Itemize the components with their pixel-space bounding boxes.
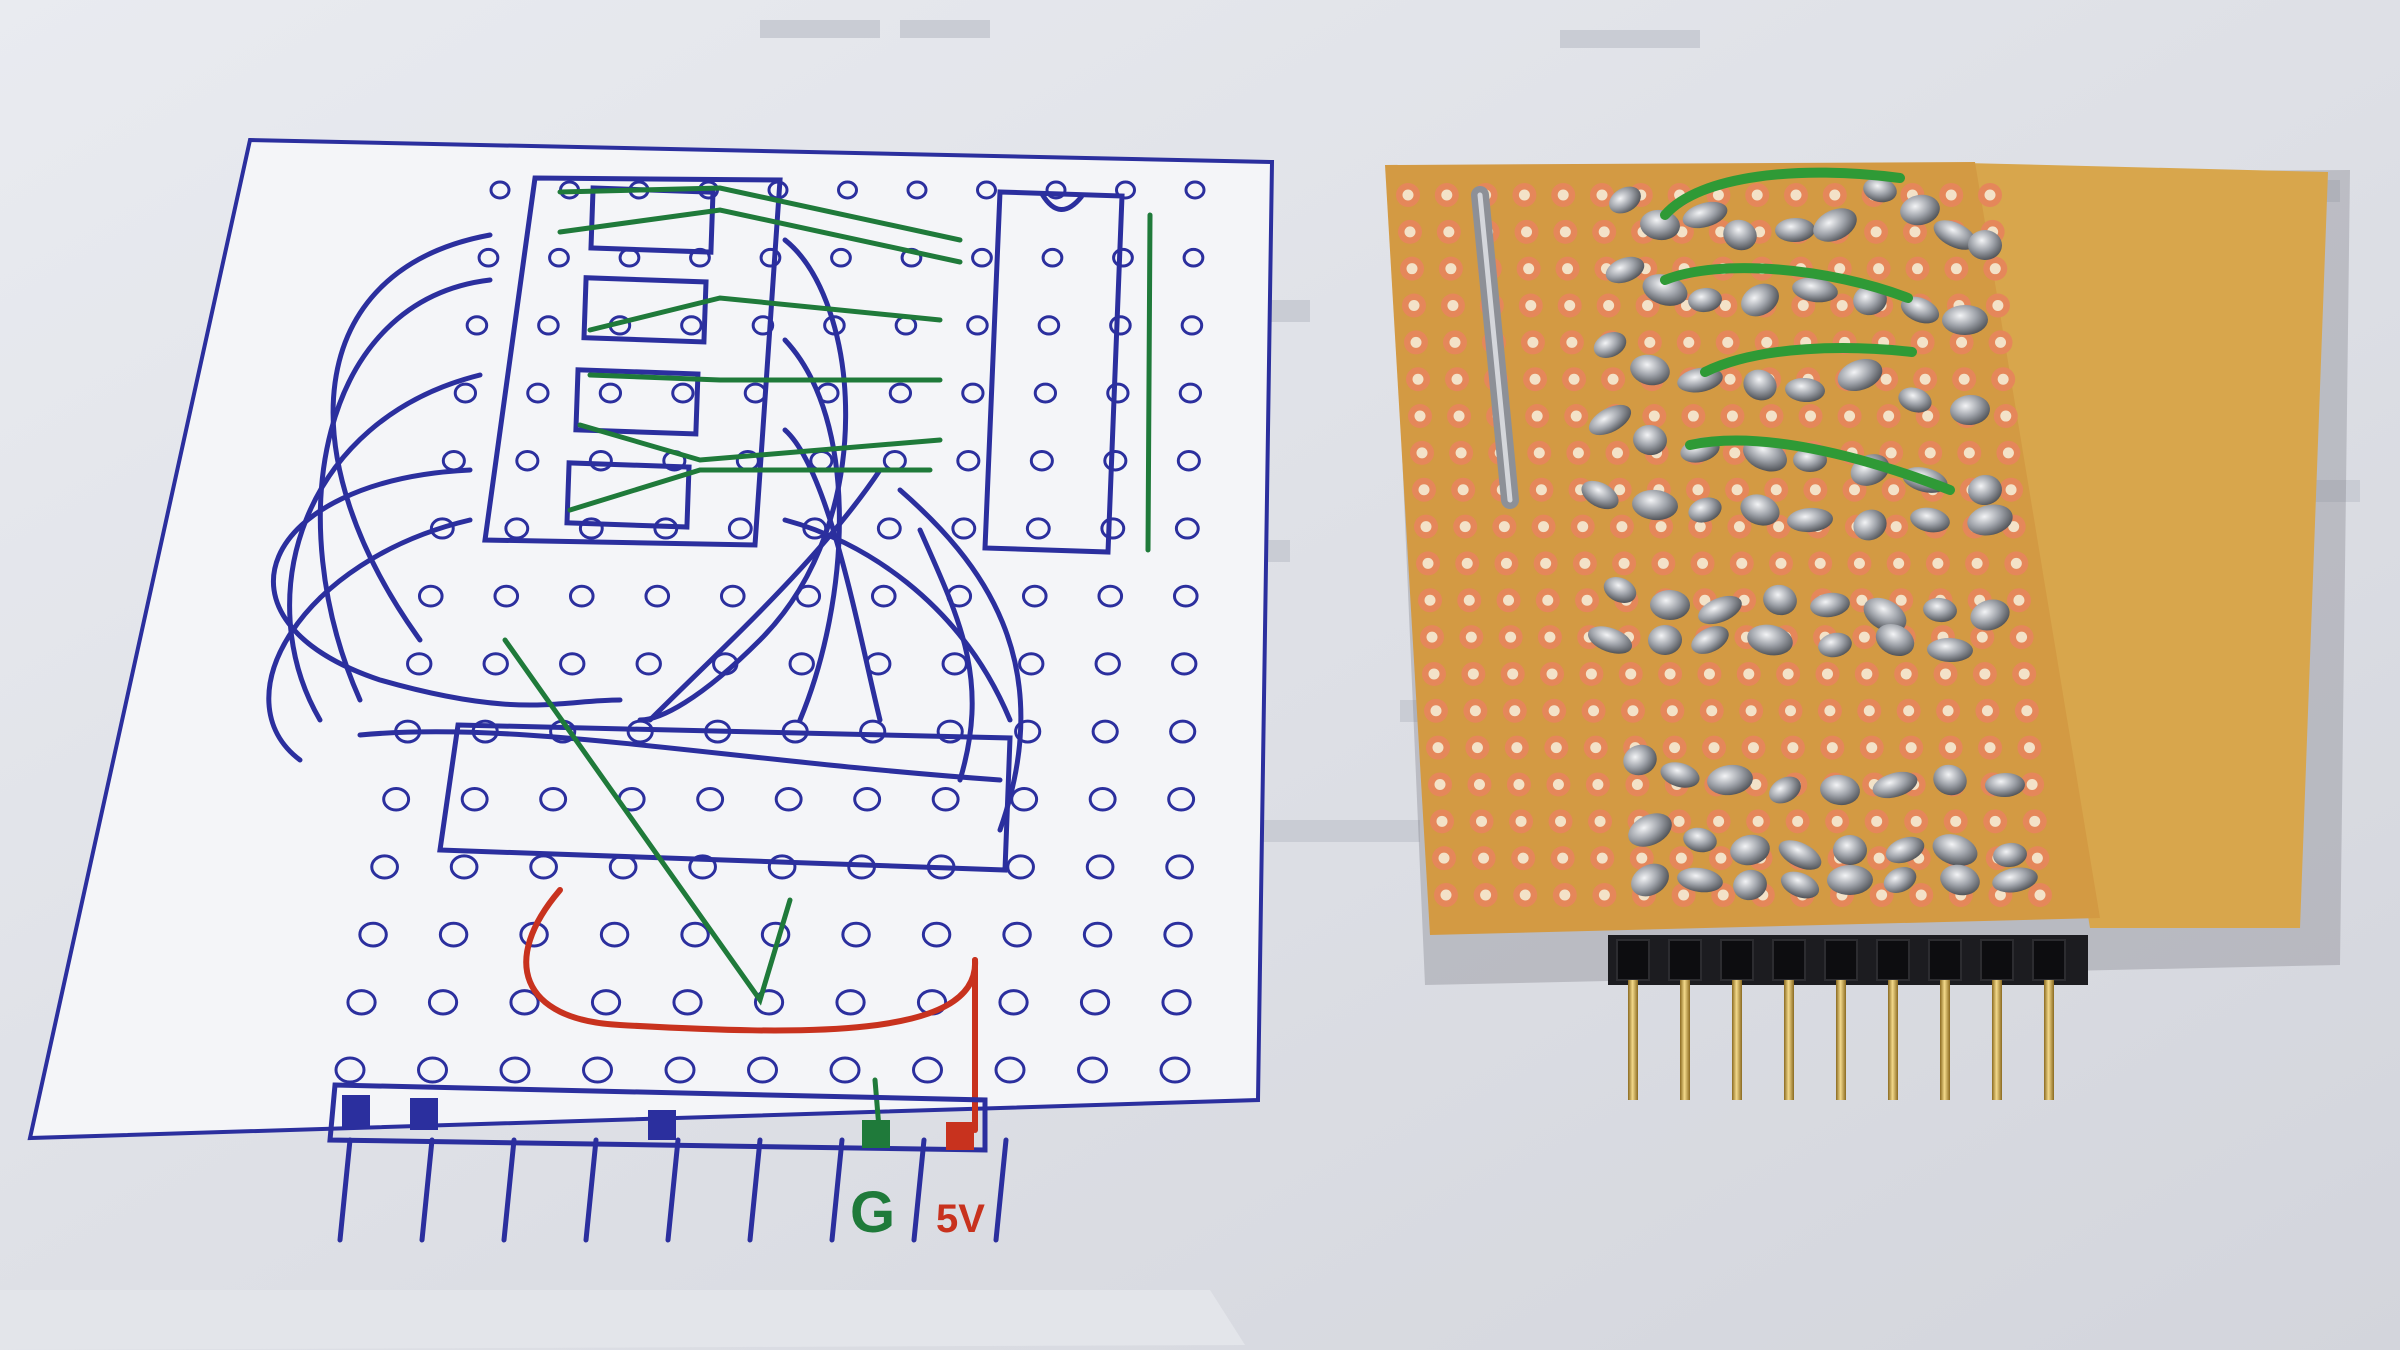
sketch-sheet <box>0 1290 1245 1350</box>
solder-joints <box>1581 177 2038 901</box>
sketch-board-outline <box>27 137 1275 1141</box>
sketch-label-power: 5V <box>936 1197 985 1241</box>
sketch-label-ground: G <box>850 1180 895 1245</box>
board-green-wires <box>1660 167 1955 495</box>
pcb-blank-area <box>1965 163 2328 928</box>
sketch-ic-chip <box>982 189 1125 555</box>
sketch-header-strip <box>327 1082 1009 1243</box>
sketch-green-wires <box>502 185 1153 1143</box>
sketch-transistor-block <box>437 722 1013 873</box>
board-header <box>1608 935 2088 1100</box>
